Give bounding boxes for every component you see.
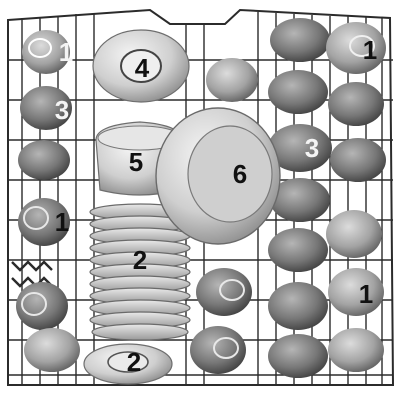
cup-left-6 [24,328,80,372]
label-cups-top-left: 1 [59,37,73,67]
label-cups-left-lower: 1 [55,207,69,237]
label-saucer-bottom: 2 [127,347,141,377]
left-cups [16,30,80,372]
right-cups [326,22,386,372]
label-glasses-right: 3 [305,133,319,163]
label-cups-right-lower: 1 [359,279,373,309]
cup-left-5 [16,282,68,330]
large-plate [156,108,280,244]
label-cups-top-right: 1 [363,35,377,65]
label-large-plate: 6 [233,159,247,189]
label-bowl-stack: 5 [129,147,143,177]
label-plates-stack: 2 [133,245,147,275]
right-glasses [268,18,332,378]
cup-left-3 [18,140,70,180]
label-cups-left-mid: 3 [55,95,69,125]
label-bowl-top: 4 [135,53,150,83]
cup-top-middle [206,58,258,102]
